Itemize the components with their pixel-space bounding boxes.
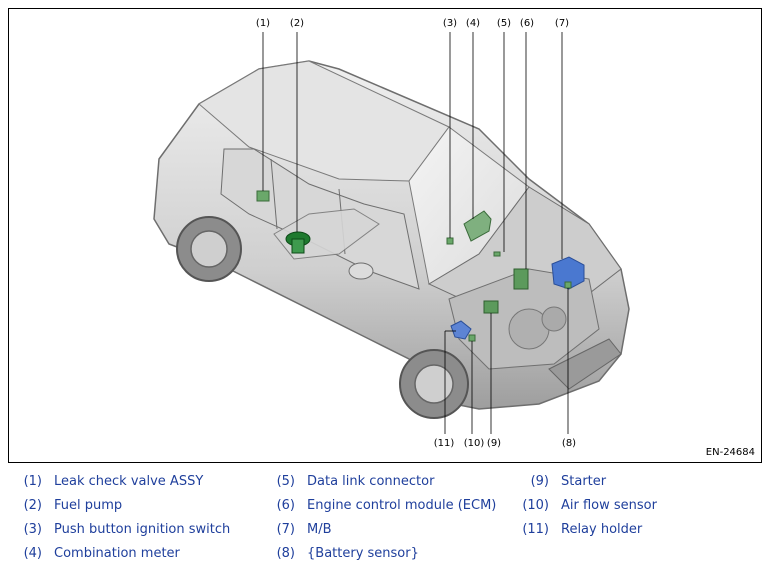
legend-item: (3) Push button ignition switch — [24, 522, 231, 537]
legend-item: (1) Leak check valve ASSY — [24, 474, 204, 489]
legend: (1) Leak check valve ASSY (2) Fuel pump … — [0, 470, 772, 570]
legend-label: Starter — [561, 474, 607, 489]
legend-number: (11) — [522, 522, 549, 537]
legend-number: (7) — [276, 522, 295, 537]
components — [256, 190, 585, 342]
legend-number: (10) — [522, 498, 549, 513]
leader-lines — [262, 32, 569, 434]
leak-check-valve — [256, 190, 270, 202]
legend-item: (9) Starter — [531, 474, 607, 489]
legend-item: (4) Combination meter — [24, 546, 180, 561]
legend-number: (8) — [276, 546, 295, 561]
battery-sensor — [564, 281, 572, 289]
callout-9: (9) — [486, 438, 502, 449]
legend-number: (9) — [530, 474, 549, 489]
component-location-diagram: (1) (2) (3) (4) (5) (6) (7) (8) (9) (10)… — [8, 8, 762, 463]
legend-number: (4) — [23, 546, 42, 561]
legend-label: Data link connector — [307, 474, 435, 489]
data-link-connector — [493, 251, 501, 257]
legend-number: (3) — [23, 522, 42, 537]
callout-8: (8) — [561, 438, 577, 449]
legend-label: Fuel pump — [54, 498, 123, 513]
legend-label: M/B — [307, 522, 332, 537]
relay-holder — [450, 320, 472, 340]
legend-number: (2) — [23, 498, 42, 513]
callout-10: (10) — [463, 438, 485, 449]
car-body — [153, 60, 630, 419]
legend-item: (10) Air flow sensor — [522, 498, 657, 513]
legend-label: Engine control module (ECM) — [307, 498, 497, 513]
callout-4: (4) — [465, 18, 481, 29]
legend-number: (5) — [276, 474, 295, 489]
mb — [551, 256, 585, 290]
callout-7: (7) — [554, 18, 570, 29]
legend-label: Leak check valve ASSY — [54, 474, 204, 489]
callout-1: (1) — [255, 18, 271, 29]
legend-label: {Battery sensor} — [307, 546, 419, 561]
legend-item: (2) Fuel pump — [24, 498, 123, 513]
callout-6: (6) — [519, 18, 535, 29]
legend-label: Air flow sensor — [561, 498, 657, 513]
legend-item: (7) M/B — [277, 522, 332, 537]
figure-id: EN-24684 — [705, 447, 755, 458]
starter — [483, 300, 499, 314]
legend-item: (11) Relay holder — [522, 522, 643, 537]
legend-item: (8) {Battery sensor} — [277, 546, 419, 561]
vehicle-illustration — [153, 32, 630, 434]
callout-11: (11) — [433, 438, 455, 449]
combination-meter — [463, 210, 492, 242]
legend-number: (1) — [23, 474, 42, 489]
legend-item: (6) Engine control module (ECM) — [277, 498, 497, 513]
legend-label: Relay holder — [561, 522, 643, 537]
legend-number: (6) — [276, 498, 295, 513]
callout-3: (3) — [442, 18, 458, 29]
ecm — [513, 268, 529, 290]
legend-label: Push button ignition switch — [54, 522, 231, 537]
air-flow-sensor — [468, 334, 476, 342]
legend-label: Combination meter — [54, 546, 180, 561]
callout-5: (5) — [496, 18, 512, 29]
legend-item: (5) Data link connector — [277, 474, 435, 489]
push-button-ignition-switch — [446, 237, 454, 245]
callout-2: (2) — [289, 18, 305, 29]
